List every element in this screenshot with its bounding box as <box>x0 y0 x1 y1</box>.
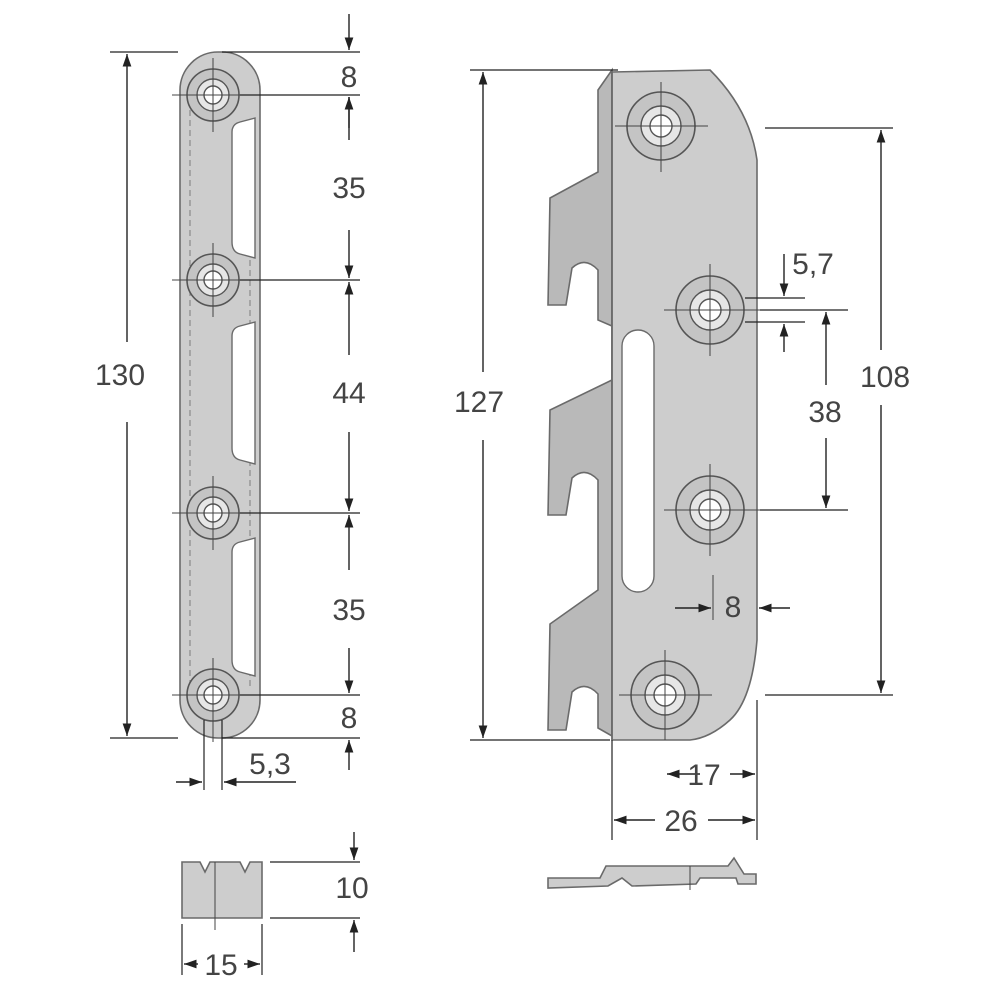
dim-left-total-length: 130 <box>95 359 145 392</box>
dim-left-bottom-offset: 8 <box>341 702 358 735</box>
dim-left-hole-diameter: 5,3 <box>249 748 291 781</box>
dim-right-hole-span: 108 <box>860 361 910 394</box>
dim-left-spacing-top: 35 <box>332 172 365 205</box>
left-plate-dimension-labels: 130 8 35 44 35 8 5,3 <box>95 61 366 781</box>
dim-right-hole-diameter: 5,7 <box>792 248 834 281</box>
left-plate <box>172 51 261 742</box>
right-hole-1 <box>615 82 708 172</box>
dim-right-total-length: 127 <box>454 386 504 419</box>
left-hole-3 <box>172 476 254 550</box>
left-plate-dimensions <box>110 14 360 790</box>
left-slot-top <box>231 117 256 259</box>
left-section-view: 10 15 <box>181 832 369 982</box>
dim-section-height: 10 <box>335 872 368 905</box>
right-hole-3 <box>664 464 760 556</box>
dim-left-top-offset: 8 <box>341 61 358 94</box>
right-hole-2 <box>664 264 760 356</box>
right-plate-dimensions <box>470 69 893 840</box>
right-section-view <box>547 856 757 890</box>
dim-right-width: 26 <box>664 805 697 838</box>
left-slot-bottom <box>231 537 256 677</box>
dim-right-hole-center-offset: 17 <box>687 759 720 792</box>
right-hole-4 <box>619 650 712 740</box>
right-plate <box>547 67 760 741</box>
left-hole-4 <box>172 658 254 742</box>
dim-right-hole-spacing: 38 <box>808 396 841 429</box>
left-slot-middle <box>231 321 256 465</box>
left-hole-1 <box>172 58 254 132</box>
dim-section-width: 15 <box>204 949 237 982</box>
dim-right-slot-offset: 8 <box>725 591 742 624</box>
right-plate-dimension-labels: 127 108 5,7 38 8 17 26 <box>454 248 910 838</box>
dim-left-spacing-middle: 44 <box>332 377 365 410</box>
left-hole-2 <box>172 243 254 317</box>
dim-left-spacing-bottom: 35 <box>332 594 365 627</box>
right-long-slot <box>621 329 655 593</box>
